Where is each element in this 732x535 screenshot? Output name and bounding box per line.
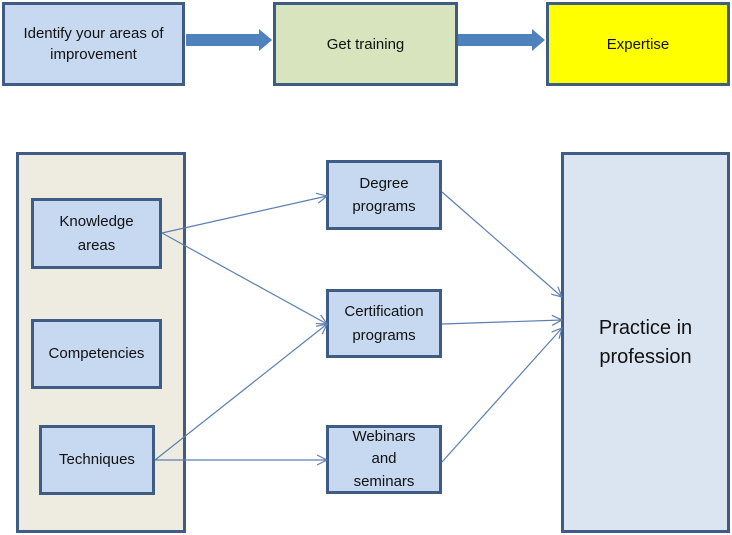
area-techniques-label: Techniques — [59, 451, 135, 469]
connector-degree-practice — [441, 191, 562, 297]
training-degree: Degree programs — [326, 160, 442, 230]
step-identify-areas-label: Identify your areas of improvement — [23, 25, 164, 63]
area-knowledge: Knowledge areas — [31, 198, 162, 269]
step-get-training: Get training — [273, 2, 458, 86]
area-competencies: Competencies — [31, 319, 162, 389]
training-degree-label: Degree programs — [352, 174, 416, 215]
connector-knowledge-certification — [161, 232, 327, 324]
connector-certification-practice — [441, 320, 562, 324]
step-identify-areas: Identify your areas of improvement — [2, 2, 185, 86]
outcome-practice: Practice in profession — [561, 152, 730, 533]
step-get-training-label: Get training — [326, 35, 405, 53]
outcome-practice-label: Practice in profession — [598, 316, 693, 368]
step-expertise-label: Expertise — [606, 35, 670, 53]
training-webinars: Webinars and seminars — [326, 425, 442, 494]
arrow-identify-to-training — [186, 29, 272, 51]
connector-knowledge-degree — [161, 196, 327, 234]
training-certification-label: Certification programs — [344, 303, 424, 344]
arrow-training-to-expertise — [458, 29, 545, 51]
training-certification: Certification programs — [326, 289, 442, 358]
connector-webinars-practice — [441, 328, 562, 463]
step-expertise: Expertise — [546, 2, 730, 86]
area-knowledge-label: Knowledge areas — [59, 213, 134, 254]
training-webinars-label: Webinars and seminars — [352, 427, 416, 490]
area-competencies-label: Competencies — [48, 345, 145, 363]
area-techniques: Techniques — [39, 425, 155, 495]
